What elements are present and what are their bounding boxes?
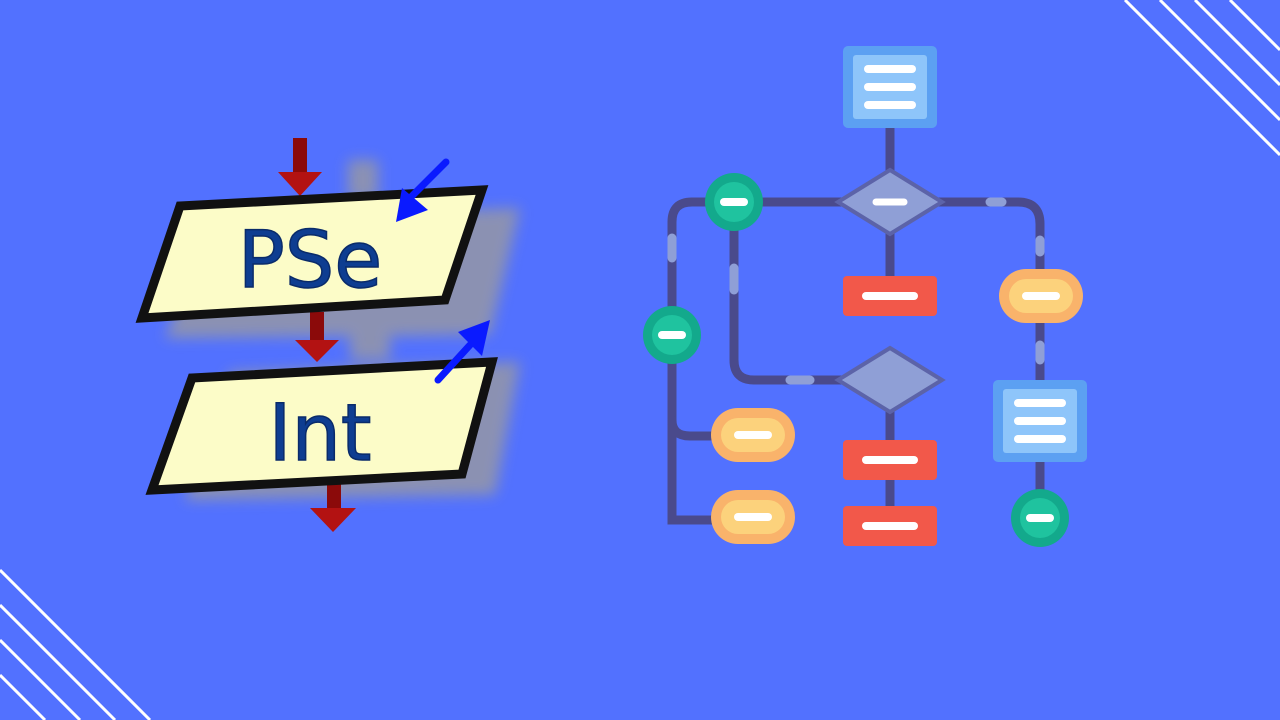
connector-circle-top [705,173,763,231]
top-right-stripes [1123,0,1280,157]
terminator-pill-right [999,269,1083,323]
document-shape-top [843,46,937,128]
logo-word-top: PSe [238,216,383,306]
flow-arrow-bottom [310,484,356,532]
connector-circle-left [643,306,701,364]
flowchart-line-highlights [667,197,1045,385]
decision-diamond-bottom [834,345,946,415]
logo-box-bottom: Int [145,357,498,495]
pointer-arrow-bottom [434,320,490,384]
flowchart-lines [667,123,1045,525]
process-box-2 [843,440,937,480]
logo-box-top: PSe [135,185,489,323]
pointer-arrow-top [396,158,450,222]
bottom-left-stripes [0,568,152,720]
flow-arrow-top [278,138,322,196]
terminator-pill-left-upper [711,408,795,462]
document-shape-right [993,380,1087,462]
process-box-1 [843,276,937,316]
terminator-pill-left-lower [711,490,795,544]
connector-circle-bottom [1011,489,1069,547]
flow-arrow-middle [295,312,339,362]
decision-diamond-top [834,167,946,237]
logo-word-bottom: Int [268,389,371,479]
process-box-3 [843,506,937,546]
